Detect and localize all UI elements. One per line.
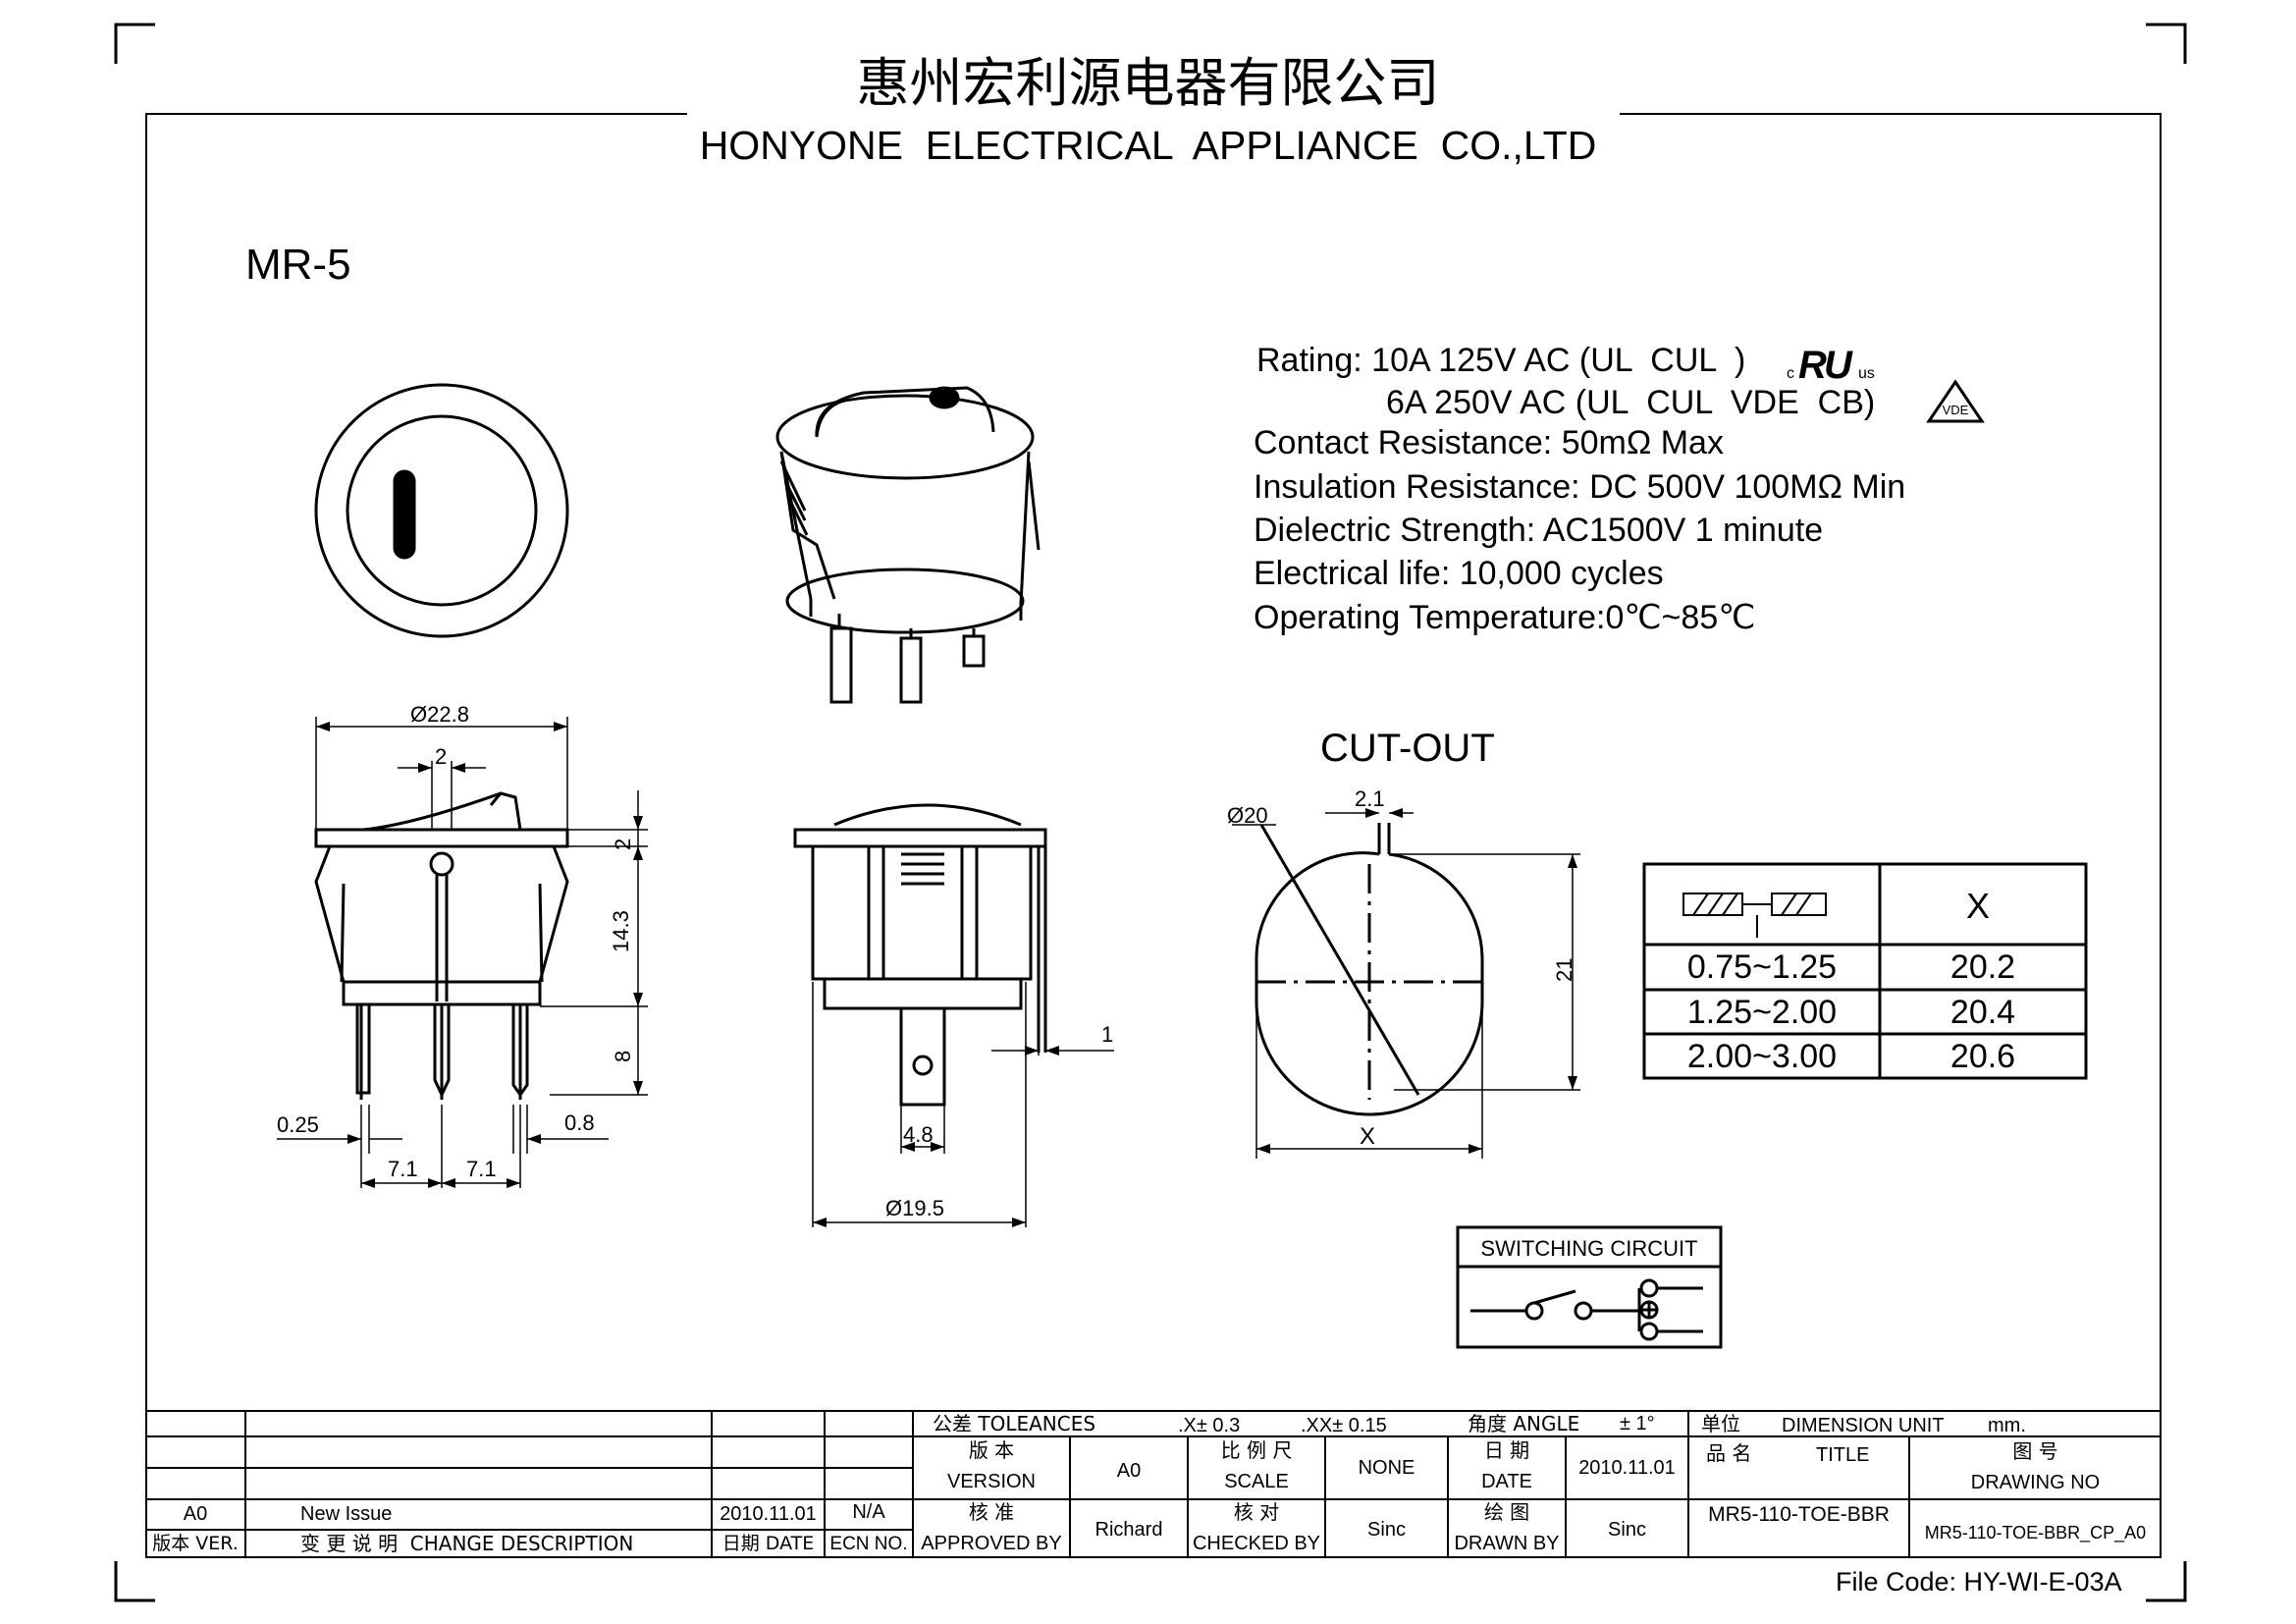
dimension-arrows: [316, 722, 1577, 1227]
cutout-table-header-x: X: [1966, 886, 1991, 926]
title-label-cn: 品 名: [1706, 1441, 1752, 1465]
checked-value: Sinc: [1367, 1519, 1406, 1541]
tolerance-x: .X± 0.3: [1178, 1415, 1241, 1436]
drawing-no-label-cn: 图 号: [2012, 1439, 2058, 1463]
revision-description: New Issue: [300, 1503, 393, 1525]
cutout-row-1-range: 0.75~1.25: [1686, 948, 1838, 986]
dim-thickness-0-25: 0.25: [277, 1112, 319, 1137]
cutout-row-2-range: 1.25~2.00: [1686, 994, 1838, 1031]
header-change-description: 变 更 说 明 CHANGE DESCRIPTION: [300, 1532, 634, 1555]
spec-contact-resistance: Contact Resistance: 50mΩ Max: [1254, 424, 1724, 461]
dim-width-x: X: [1360, 1123, 1376, 1150]
scale-value: NONE: [1358, 1457, 1415, 1479]
drawing-no-value: MR5-110-TOE-BBR_CP_A0: [1924, 1523, 2147, 1543]
unit-label-cn: 单位: [1701, 1412, 1740, 1435]
date-label-cn: 日 期: [1483, 1438, 1530, 1462]
scale-label-en: SCALE: [1224, 1471, 1289, 1492]
date-value: 2010.11.01: [1578, 1457, 1676, 1479]
dim-width-2-1: 2.1: [1355, 786, 1385, 811]
title-value: MR5-110-TOE-BBR: [1708, 1503, 1890, 1526]
cutout-row-1-x: 20.2: [1949, 948, 2016, 986]
spec-rating-2: 6A 250V AC (UL CUL VDE CB): [1386, 384, 1876, 421]
approved-value: Richard: [1095, 1519, 1163, 1541]
dim-width-0-8: 0.8: [564, 1110, 595, 1135]
dimension-unit-label: DIMENSION UNIT: [1782, 1415, 1945, 1436]
svg-text:U: U: [1824, 344, 1853, 386]
tolerances-label: 公差 TOLEANCES: [933, 1412, 1096, 1435]
cutout-table-lines: [1642, 862, 2088, 1080]
cutout-row-2-x: 20.4: [1949, 994, 2016, 1031]
angle-label: 角度 ANGLE: [1468, 1412, 1580, 1435]
switching-circuit-box: [1456, 1225, 1723, 1349]
checked-label-cn: 核 对: [1233, 1500, 1280, 1524]
spec-rating-1: Rating: 10A 125V AC (UL CUL ): [1256, 342, 1746, 379]
spec-dielectric-strength: Dielectric Strength: AC1500V 1 minute: [1254, 512, 1824, 549]
drawn-value: Sinc: [1608, 1519, 1646, 1541]
file-code: File Code: HY-WI-E-03A: [1836, 1567, 2122, 1597]
header-background: [687, 54, 1620, 182]
perspective-view-switch: [775, 386, 1041, 704]
model-label: MR-5: [245, 241, 351, 289]
drawn-label-en: DRAWN BY: [1454, 1533, 1560, 1554]
svg-text:R: R: [1798, 344, 1827, 386]
side-view-switch: [314, 791, 569, 1100]
date-label-en: DATE: [1481, 1471, 1532, 1492]
ul-cul-mark-icon: c R U us: [1787, 344, 1875, 386]
revision-version: A0: [183, 1503, 208, 1525]
scale-label-cn: 比 例 尺: [1220, 1438, 1293, 1462]
company-name-cn: 惠州宏利源电器有限公司: [856, 52, 1440, 114]
tolerance-xx: .XX± 0.15: [1301, 1415, 1387, 1436]
drawing-no-label-en: DRAWING NO: [1970, 1472, 2101, 1493]
dim-diameter-19-5: Ø19.5: [885, 1196, 944, 1220]
version-label-en: VERSION: [946, 1471, 1037, 1492]
front-view-switch: [793, 803, 1047, 1107]
cutout-row-3-x: 20.6: [1949, 1038, 2016, 1075]
cutout-row-3-range: 2.00~3.00: [1686, 1038, 1838, 1075]
spec-insulation-resistance: Insulation Resistance: DC 500V 100MΩ Min: [1254, 468, 1906, 506]
top-view-switch: [314, 383, 569, 638]
dim-width-2: 2: [435, 744, 448, 769]
angle-value: ± 1°: [1620, 1413, 1655, 1435]
dim-diameter-22-8: Ø22.8: [410, 702, 469, 727]
revision-ecn: N/A: [852, 1501, 885, 1523]
spec-electrical-life: Electrical life: 10,000 cycles: [1254, 555, 1664, 592]
revision-date: 2010.11.01: [720, 1503, 817, 1525]
cutout-drawing: [1255, 823, 1484, 1116]
dim-pitch-7-1-left: 7.1: [388, 1157, 418, 1181]
ul-mark-c: c: [1787, 365, 1794, 382]
approved-label-en: APPROVED BY: [921, 1533, 1062, 1554]
dim-gap-1: 1: [1101, 1022, 1114, 1047]
switching-circuit-title: SWITCHING CIRCUIT: [1480, 1236, 1698, 1261]
spec-operating-temperature: Operating Temperature:0℃~85℃: [1254, 599, 1756, 636]
dim-diameter-20: Ø20: [1227, 803, 1268, 828]
header-version: 版本 VER.: [152, 1533, 239, 1554]
dim-pitch-7-1-right: 7.1: [466, 1157, 497, 1181]
vde-mark-text: VDE: [1943, 403, 1969, 417]
dim-width-4-8: 4.8: [903, 1122, 934, 1147]
header-ecn: ECN NO.: [829, 1534, 908, 1554]
version-label-cn: 版 本: [968, 1438, 1015, 1462]
panel-thickness-icon: [1682, 893, 1827, 938]
dimension-unit-value: mm.: [1988, 1415, 2026, 1436]
ul-mark-us: us: [1858, 365, 1875, 382]
title-label-en: TITLE: [1816, 1444, 1870, 1466]
approved-label-cn: 核 准: [968, 1500, 1015, 1524]
cutout-title: CUT-OUT: [1320, 727, 1495, 770]
version-value: A0: [1116, 1460, 1142, 1482]
company-name-en: HONYONE ELECTRICAL APPLIANCE CO.,LTD: [699, 123, 1597, 168]
drawn-label-cn: 绘 图: [1483, 1500, 1530, 1524]
checked-label-en: CHECKED BY: [1192, 1533, 1321, 1554]
vde-mark-icon: VDE: [1926, 379, 1985, 423]
header-date: 日期 DATE: [721, 1533, 815, 1554]
dimension-lines: [277, 717, 1580, 1227]
